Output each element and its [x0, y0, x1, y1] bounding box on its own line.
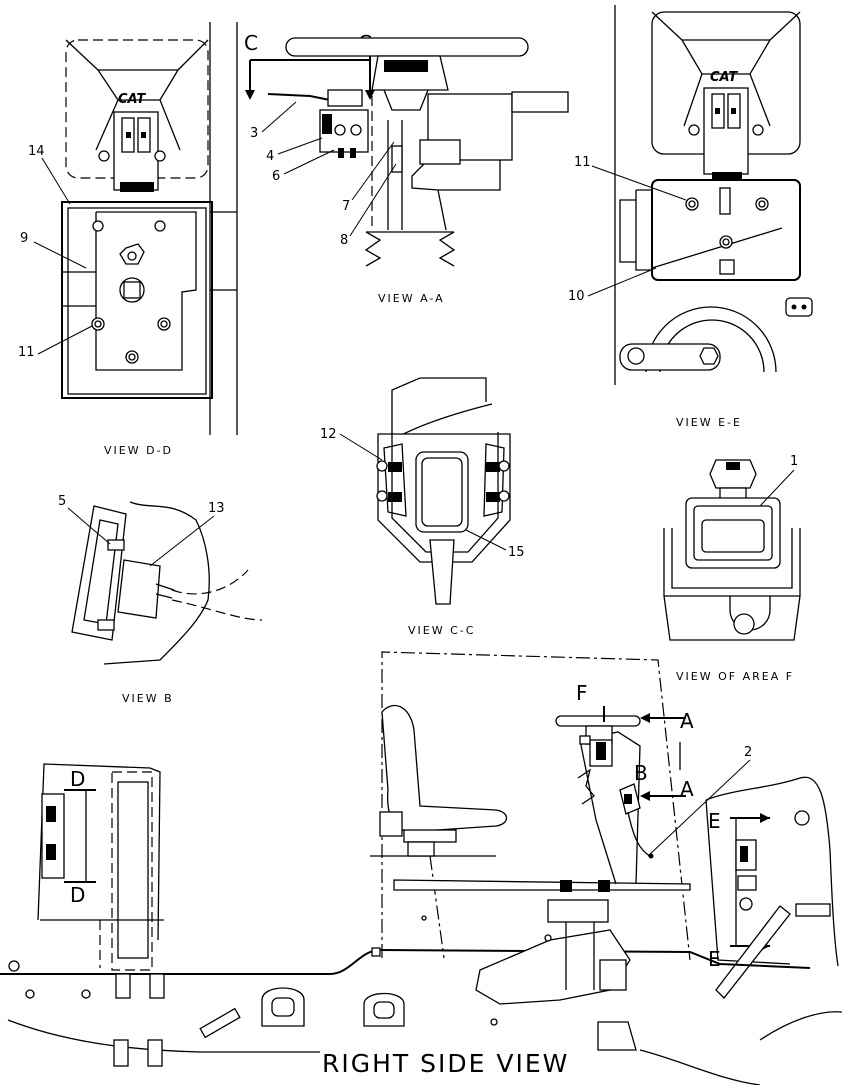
callout-15: 15 — [508, 545, 525, 560]
work-lamp-e: CAT — [651, 11, 801, 155]
view-c-c-title: VIEW C-C — [408, 624, 475, 637]
callout-11-e: 11 — [574, 155, 591, 170]
callout-12: 12 — [320, 427, 337, 442]
section-e-top: E — [708, 809, 721, 833]
work-lamp: CAT — [65, 39, 209, 179]
view-of-area-f: VIEW OF AREA F 1 — [663, 454, 801, 683]
section-c-left: C — [244, 31, 258, 55]
cat-logo: CAT — [118, 92, 146, 107]
cat-logo-e: CAT — [710, 70, 738, 85]
view-b-title: VIEW B — [122, 692, 174, 705]
section-e-bottom: E — [708, 947, 721, 971]
callout-8: 8 — [340, 233, 348, 248]
view-a-a: C C VIEW A-A — [244, 31, 569, 305]
view-f-title: VIEW OF AREA F — [676, 670, 794, 683]
callout-7: 7 — [342, 199, 350, 214]
callout-11-d: 11 — [18, 345, 35, 360]
section-d-bottom: D — [70, 883, 85, 907]
view-b-marker: B — [634, 761, 648, 785]
right-side-view: A A F B 2 D D E — [0, 651, 842, 1085]
callout-4: 4 — [266, 149, 274, 164]
section-a-bottom: A — [680, 777, 694, 801]
view-d-d: CAT VIEW D-D 14 9 11 — [18, 22, 238, 457]
callout-6: 6 — [272, 169, 280, 184]
right-side-view-title: RIGHT SIDE VIEW — [322, 1049, 569, 1078]
area-f-marker: F — [576, 681, 588, 705]
view-b: VIEW B 5 13 — [58, 494, 263, 705]
section-d-top: D — [70, 767, 85, 791]
view-d-box — [61, 201, 213, 399]
callout-3: 3 — [250, 126, 258, 141]
view-e-e-title: VIEW E-E — [676, 416, 742, 429]
callout-1: 1 — [790, 454, 798, 469]
view-e-e: CAT VIEW E-E 11 10 — [568, 5, 813, 429]
callout-5: 5 — [58, 494, 66, 509]
view-a-a-title: VIEW A-A — [378, 292, 445, 305]
section-a-top: A — [680, 709, 694, 733]
view-d-d-title: VIEW D-D — [104, 444, 173, 457]
callout-14: 14 — [28, 144, 45, 159]
callout-13: 13 — [208, 501, 225, 516]
callout-10: 10 — [568, 289, 585, 304]
callout-2: 2 — [744, 745, 752, 760]
callout-9: 9 — [20, 231, 28, 246]
view-c-c: VIEW C-C 12 15 — [320, 377, 525, 637]
